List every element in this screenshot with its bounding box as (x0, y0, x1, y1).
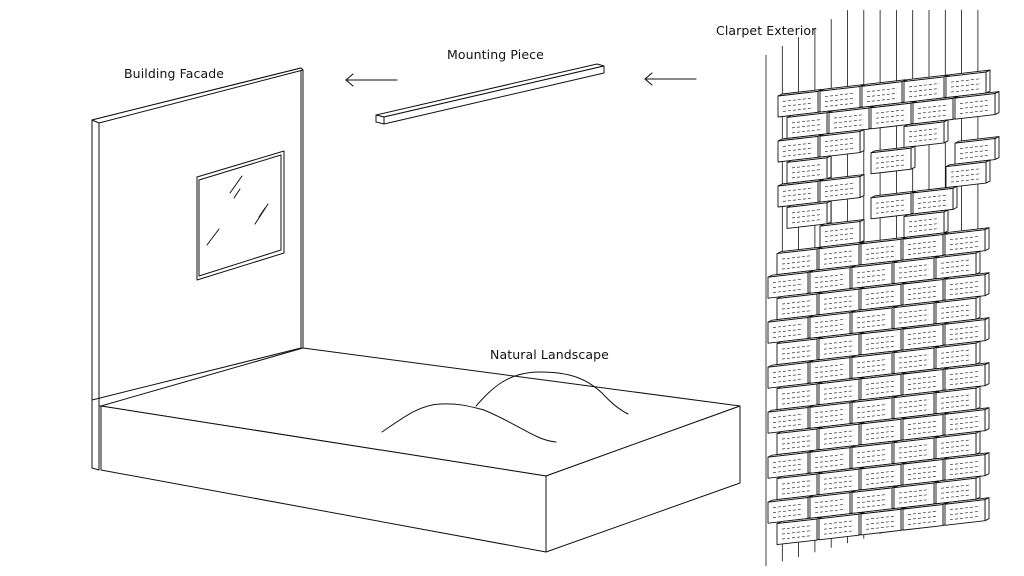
clarpet-tile (851, 395, 897, 424)
arrow-left-icon (345, 73, 398, 87)
clarpet-tile (912, 185, 958, 215)
clarpet-tile (767, 450, 813, 479)
clarpet-tile (902, 457, 948, 486)
clarpet-tile (851, 305, 897, 334)
clarpet-tile (944, 272, 990, 301)
clarpet-tile (818, 331, 864, 361)
clarpet-tile (861, 79, 907, 108)
clarpet-tile (870, 145, 916, 175)
clarpet-tile (777, 88, 823, 118)
window (196, 150, 285, 281)
clarpet-tile (786, 200, 832, 229)
mounting-piece-beam (375, 63, 605, 125)
clarpet-tile (954, 136, 1000, 165)
clarpet-tile (819, 129, 865, 158)
clarpet-tile (944, 452, 990, 481)
clarpet-tile (954, 91, 1000, 120)
natural-landscape-label: Natural Landscape (490, 347, 609, 362)
clarpet-tile (902, 502, 948, 531)
clarpet-tile (828, 105, 874, 135)
clarpet-tile (767, 495, 813, 524)
clarpet-tile (944, 407, 990, 436)
clarpet-tile (870, 100, 916, 130)
clarpet-tile (818, 511, 864, 541)
clarpet-tile (944, 227, 990, 256)
mounting-piece-label: Mounting Piece (447, 47, 544, 62)
clarpet-tile (944, 362, 990, 391)
clarpet-tile (809, 355, 855, 384)
clarpet-tile (945, 159, 991, 189)
clarpet-tiles (767, 69, 1000, 546)
building-facade-label: Building Facade (124, 66, 225, 81)
clarpet-tile (935, 475, 981, 505)
clarpet-tile (809, 265, 855, 294)
clarpet-tile (818, 376, 864, 406)
clarpet-tile (893, 300, 939, 330)
clarpet-tile (809, 310, 855, 339)
clarpet-tile (819, 174, 865, 203)
clarpet-tile (870, 190, 916, 220)
clarpet-tile (893, 390, 939, 420)
landscape-hills (381, 371, 629, 443)
clarpet-tile (893, 480, 939, 510)
clarpet-tile (851, 350, 897, 379)
clarpet-tile (903, 119, 949, 148)
clarpet-tile (860, 281, 906, 311)
clarpet-tile (776, 516, 822, 546)
clarpet-tile (860, 506, 906, 536)
clarpet-tile (935, 250, 981, 280)
clarpet-exterior-label: Clarpet Exterior (716, 23, 817, 38)
clarpet-tile (818, 241, 864, 271)
ground-slab (98, 347, 741, 553)
clarpet-tile (786, 155, 832, 184)
clarpet-tile (819, 219, 865, 248)
clarpet-tile (944, 497, 990, 526)
clarpet-tile (935, 430, 981, 460)
clarpet-tile (944, 317, 990, 346)
clarpet-tile (912, 95, 958, 125)
clarpet-tile (851, 440, 897, 469)
arrow-left-icon (644, 72, 697, 86)
clarpet-tile (903, 209, 949, 238)
